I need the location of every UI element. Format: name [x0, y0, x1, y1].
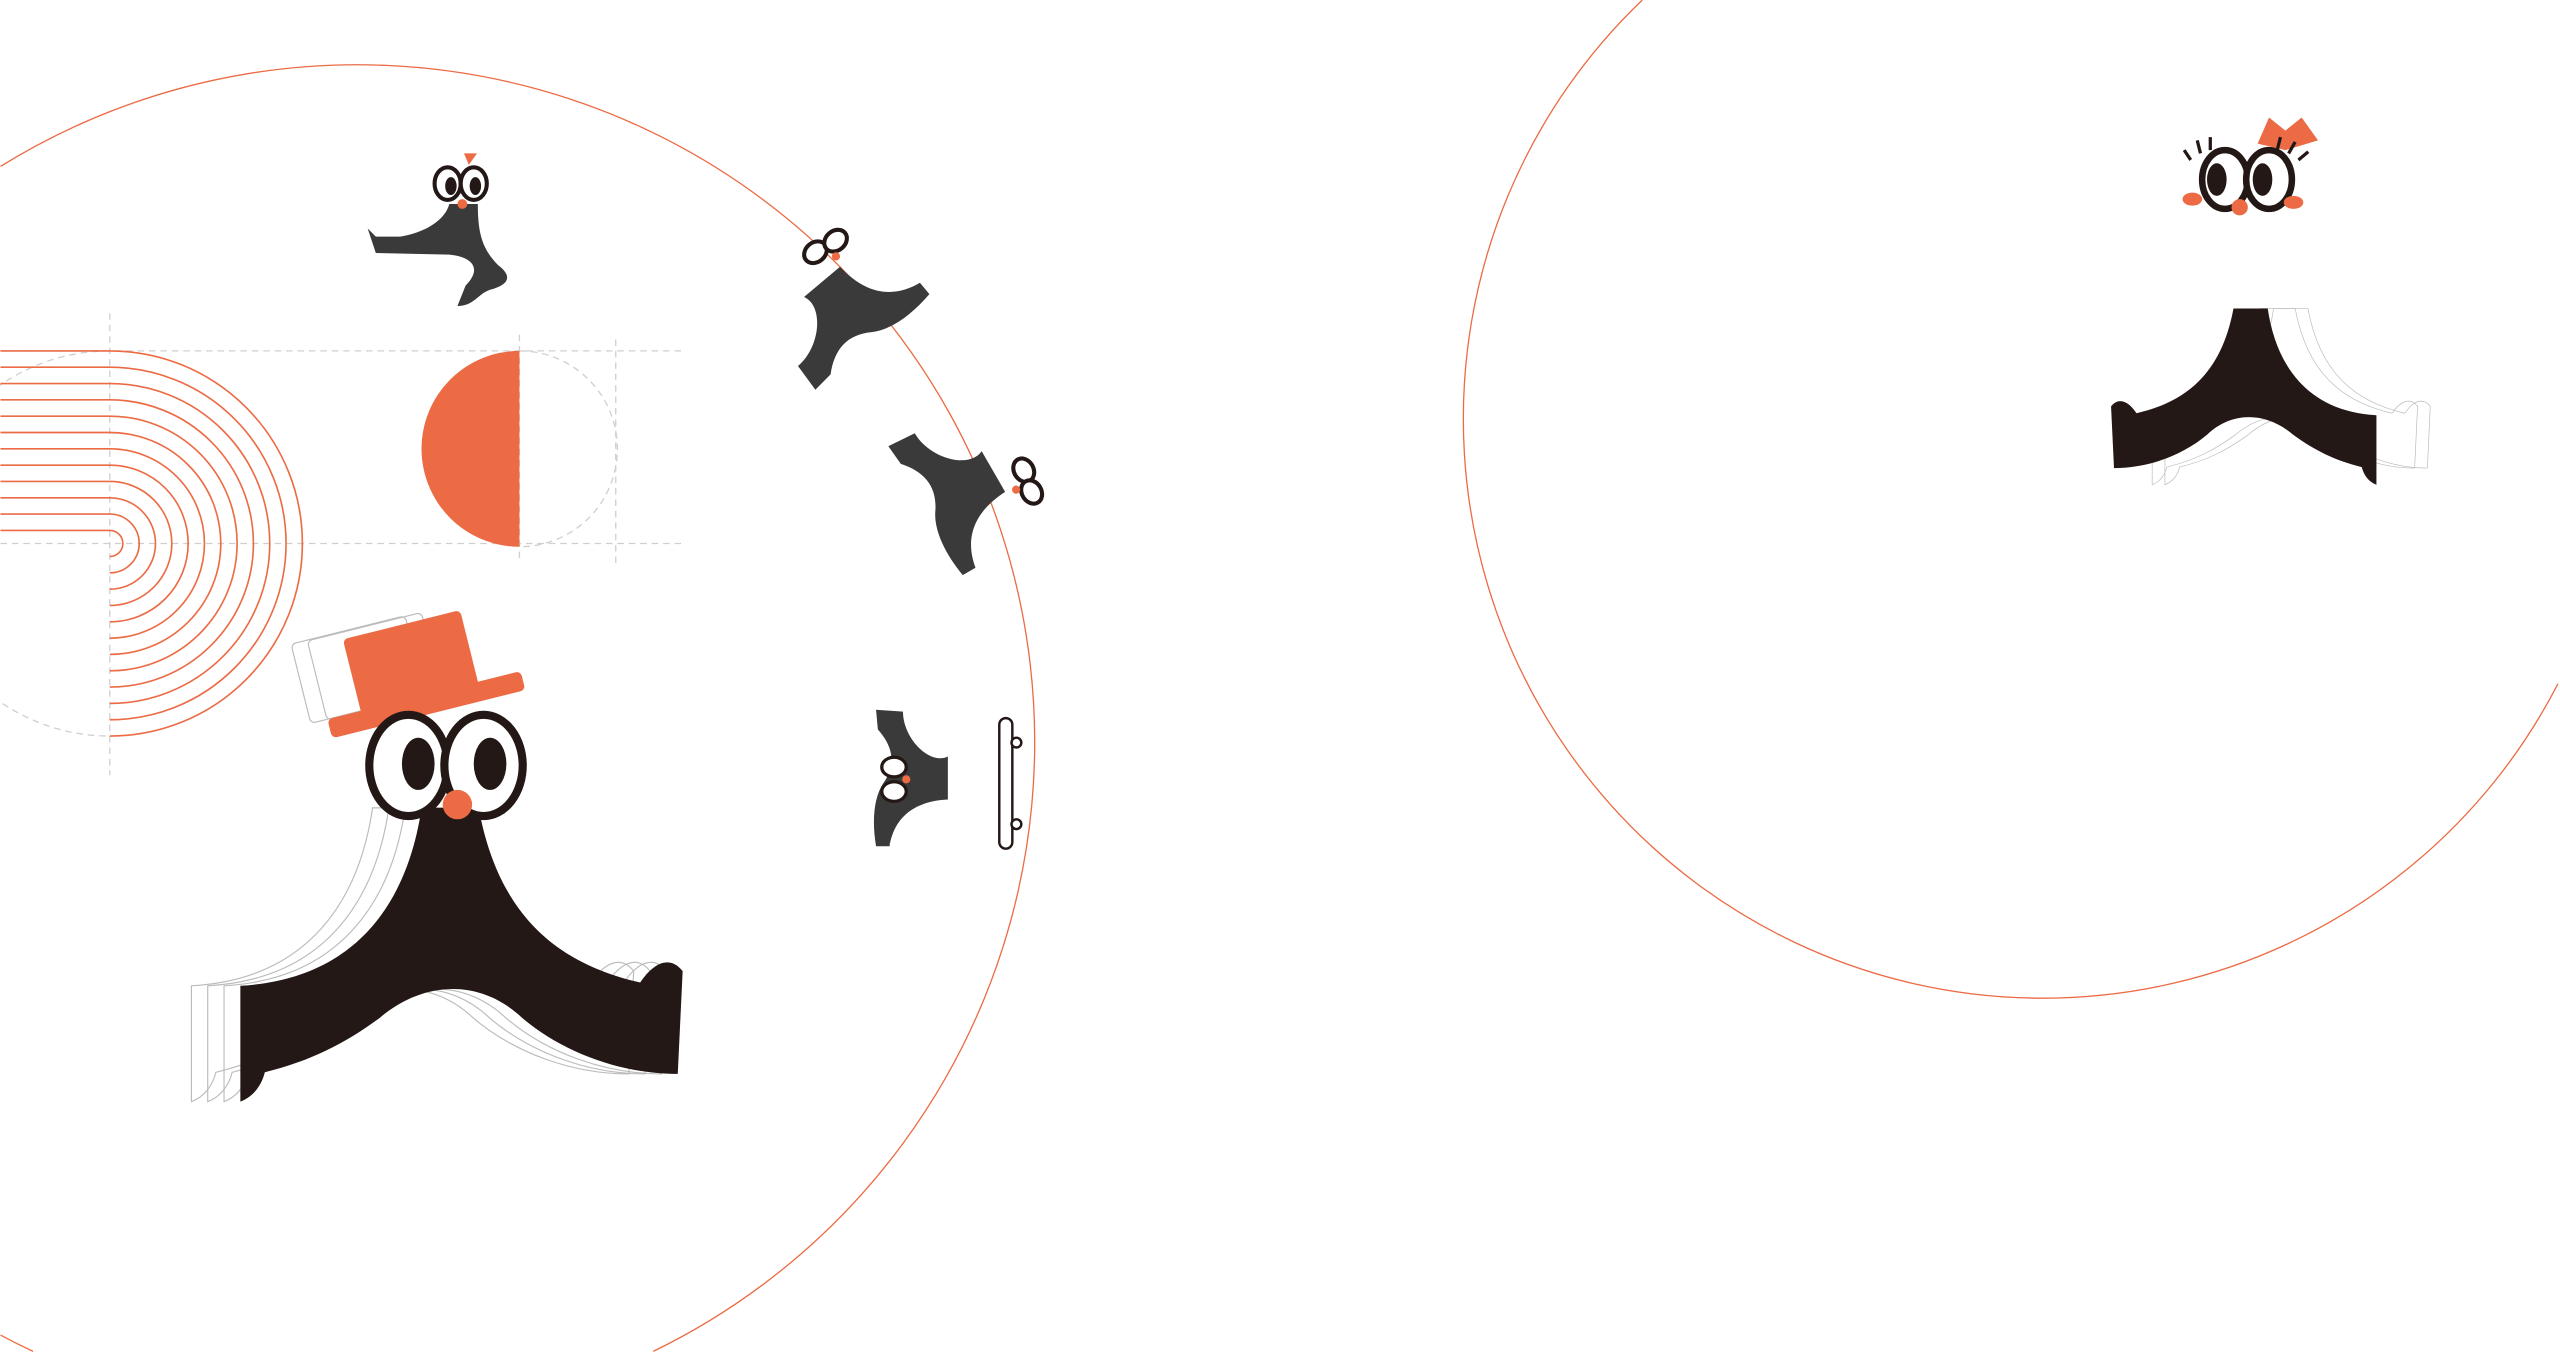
bow-icon [2257, 117, 2319, 151]
mascot-with-bow-face [2182, 117, 2319, 216]
orbit-circle-left [0, 64, 1036, 1352]
orange-half-circle [421, 350, 520, 547]
mascot-skateboard [873, 709, 1023, 850]
mascot-crawling [886, 407, 1045, 577]
mascot-with-bow [2111, 308, 2431, 486]
big-mascot-with-hat [190, 611, 683, 1103]
skateboard-icon [998, 716, 1014, 850]
mascot-running [765, 227, 931, 392]
construction-guides [0, 313, 686, 776]
hat-brim [328, 672, 525, 738]
orbit-circle-right [1462, 0, 2559, 999]
concentric-arcs [0, 350, 304, 737]
nose [442, 789, 473, 820]
mascot-walking [367, 153, 508, 307]
